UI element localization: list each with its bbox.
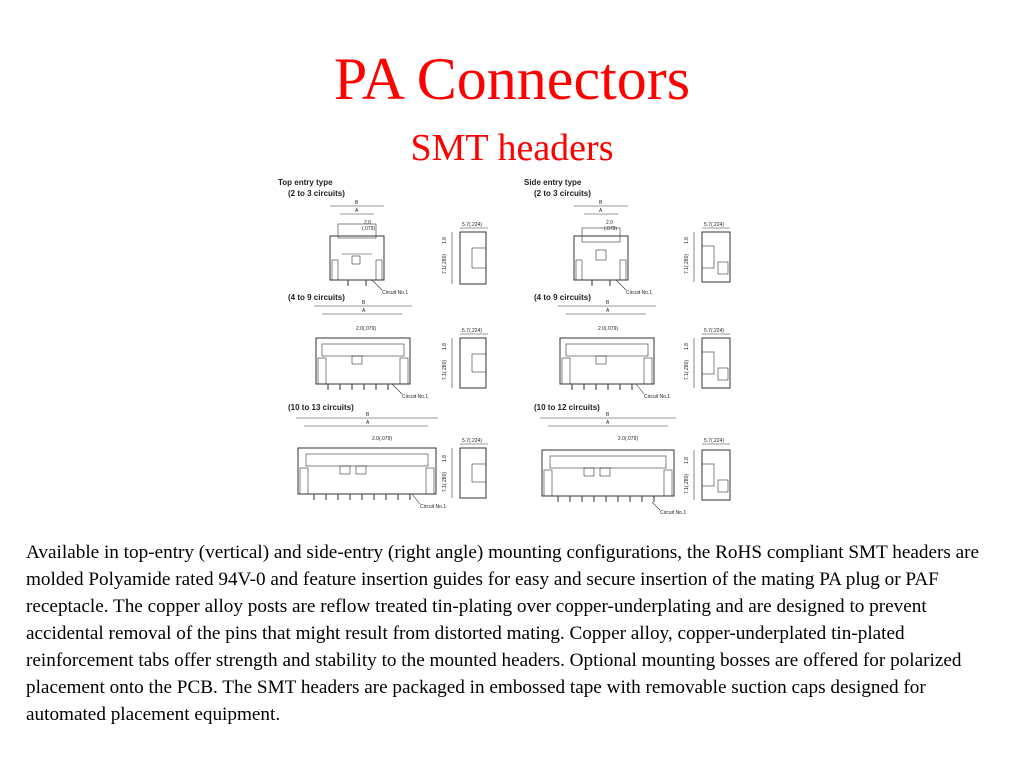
svg-text:A: A (606, 308, 610, 314)
svg-text:Circuit No.1: Circuit No.1 (382, 290, 408, 296)
svg-text:2.0(.079): 2.0(.079) (618, 436, 638, 442)
svg-text:5.7(.224): 5.7(.224) (462, 438, 482, 444)
description-paragraph: Available in top-entry (vertical) and si… (26, 542, 980, 725)
svg-text:A: A (599, 208, 603, 214)
top-entry-range-3: (10 to 13 circuits) (288, 403, 354, 412)
svg-text:7.1(.280): 7.1(.280) (684, 474, 690, 494)
top-entry-small-front-view: B A 2.0 (.079) Circuit No.1 (329, 200, 408, 296)
svg-text:A: A (606, 420, 610, 426)
svg-text:B: B (362, 300, 366, 306)
top-entry-large-front-view: B A 2.0(.079) Circuit No.1 (296, 412, 446, 510)
svg-text:5.7(.224): 5.7(.224) (704, 438, 724, 444)
svg-text:A: A (362, 308, 366, 314)
svg-text:1.8: 1.8 (442, 455, 448, 462)
svg-text:7.1(.280): 7.1(.280) (442, 254, 448, 274)
svg-text:B: B (606, 300, 610, 306)
svg-text:7.1(.280): 7.1(.280) (684, 360, 690, 380)
svg-text:1.8: 1.8 (442, 343, 448, 350)
svg-text:(.079): (.079) (604, 226, 617, 232)
svg-text:B: B (606, 412, 610, 418)
svg-text:B: B (355, 200, 359, 206)
svg-text:1.8: 1.8 (684, 343, 690, 350)
top-entry-small-side-view: 5.7(.224) 7.1(.280) 1.8 (442, 222, 488, 285)
svg-text:1.8: 1.8 (442, 237, 448, 244)
svg-text:B: B (599, 200, 603, 206)
top-entry-range-1: (2 to 3 circuits) (288, 189, 345, 198)
side-entry-medium-side-view: 5.7(.224) 7.1(.280) 1.8 (684, 328, 731, 389)
side-entry-range-3: (10 to 12 circuits) (534, 403, 600, 412)
side-entry-medium-front-view: B A 2.0(.079) Circuit No.1 (558, 300, 670, 400)
svg-text:Circuit No.1: Circuit No.1 (660, 510, 686, 516)
svg-text:1.8: 1.8 (684, 457, 690, 464)
side-entry-heading: Side entry type (524, 178, 582, 187)
svg-text:A: A (366, 420, 370, 426)
side-entry-small-front-view: B A 2.0 (.079) Circuit No.1 (573, 200, 652, 296)
top-entry-medium-front-view: B A 2.0(.079) Circuit No.1 (314, 300, 428, 400)
top-entry-large-side-view: 5.7(.224) 7.1(.280) 1.8 (442, 438, 488, 499)
page-title: PA Connectors (333, 46, 691, 112)
connector-drawings-figure: Top entry type (2 to 3 circuits) B A 2.0… (272, 174, 762, 520)
svg-text:2.0(.079): 2.0(.079) (372, 436, 392, 442)
side-entry-large-side-view: 5.7(.224) 7.1(.280) 1.8 (684, 438, 731, 501)
svg-text:5.7(.224): 5.7(.224) (704, 222, 724, 228)
top-entry-medium-side-view: 5.7(.224) 7.1(.280) 1.8 (442, 328, 488, 389)
svg-text:2.0: 2.0 (364, 220, 371, 226)
svg-text:7.1(.280): 7.1(.280) (684, 254, 690, 274)
svg-text:2.0(.079): 2.0(.079) (356, 326, 376, 332)
technical-drawing: Top entry type (2 to 3 circuits) B A 2.0… (278, 178, 731, 516)
side-entry-large-front-view: B A 2.0(.079) Circuit No.1 (540, 412, 686, 516)
svg-text:1.8: 1.8 (684, 237, 690, 244)
svg-text:A: A (355, 208, 359, 214)
svg-text:5.7(.224): 5.7(.224) (704, 328, 724, 334)
svg-text:7.1(.280): 7.1(.280) (442, 472, 448, 492)
side-entry-range-2: (4 to 9 circuits) (534, 293, 591, 302)
page-subtitle: SMT headers (410, 127, 614, 169)
side-entry-small-side-view: 5.7(.224) 7.1(.280) 1.8 (684, 222, 731, 283)
svg-text:Circuit No.1: Circuit No.1 (626, 290, 652, 296)
svg-text:2.0(.079): 2.0(.079) (598, 326, 618, 332)
svg-text:Circuit No.1: Circuit No.1 (644, 394, 670, 400)
svg-text:Circuit No.1: Circuit No.1 (402, 394, 428, 400)
svg-text:5.7(.224): 5.7(.224) (462, 328, 482, 334)
svg-text:B: B (366, 412, 370, 418)
top-entry-range-2: (4 to 9 circuits) (288, 293, 345, 302)
svg-text:(.079): (.079) (362, 226, 375, 232)
side-entry-range-1: (2 to 3 circuits) (534, 189, 591, 198)
svg-text:2.0: 2.0 (606, 220, 613, 226)
top-entry-heading: Top entry type (278, 178, 333, 187)
svg-text:5.7(.224): 5.7(.224) (462, 222, 482, 228)
svg-text:7.1(.280): 7.1(.280) (442, 360, 448, 380)
svg-text:Circuit No.1: Circuit No.1 (420, 504, 446, 510)
